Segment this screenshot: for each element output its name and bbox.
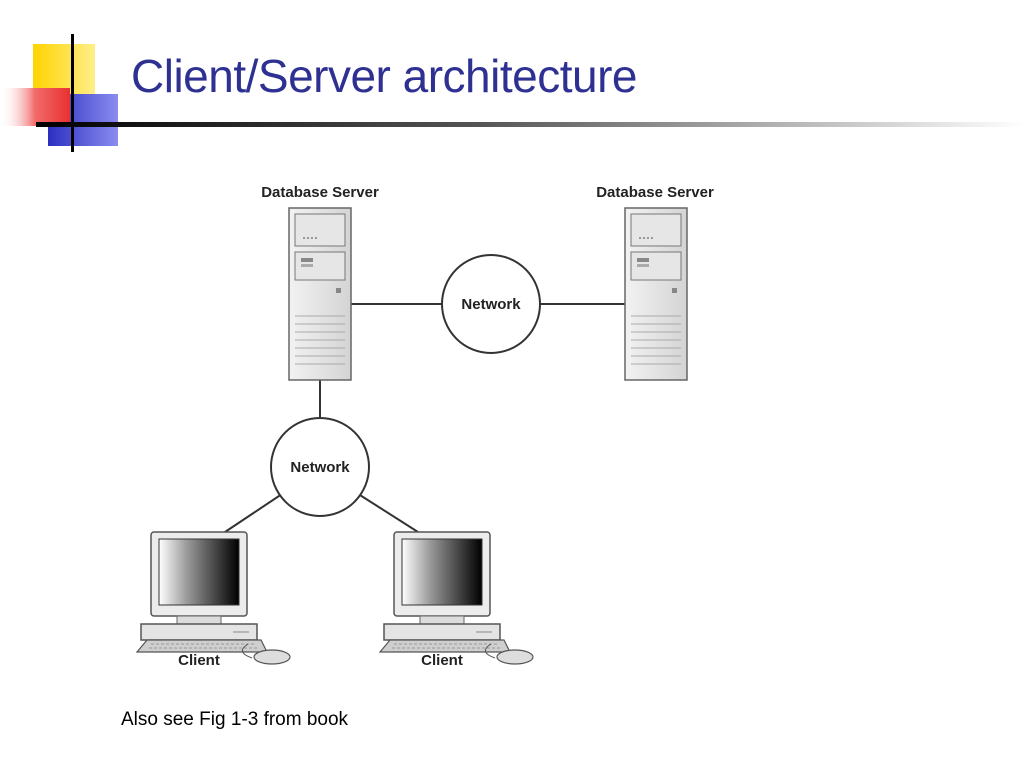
network-top-label: Network bbox=[461, 296, 521, 313]
mouse-icon bbox=[496, 649, 534, 665]
server-tower-icon bbox=[624, 207, 688, 381]
database-server-left: Database Server bbox=[261, 184, 379, 381]
link-network-bottom-client-right bbox=[351, 489, 419, 533]
database-server-right-label: Database Server bbox=[596, 184, 714, 201]
client-right-label: Client bbox=[421, 652, 463, 669]
network-bottom: Network bbox=[270, 417, 370, 517]
server-tower-icon bbox=[288, 207, 352, 381]
link-network-bottom-client-left bbox=[224, 489, 289, 533]
network-circle bbox=[270, 417, 370, 517]
connection-lines bbox=[224, 303, 625, 533]
architecture-diagram: Database Server Database Server Network … bbox=[136, 184, 714, 669]
computer-icon bbox=[379, 531, 511, 653]
network-top: Network bbox=[441, 254, 541, 354]
client-left: Client bbox=[136, 531, 291, 669]
corner-decoration bbox=[0, 30, 140, 155]
mouse-icon bbox=[253, 649, 291, 665]
client-left-label: Client bbox=[178, 652, 220, 669]
title-rule bbox=[36, 122, 1024, 127]
slide-title: Client/Server architecture bbox=[131, 50, 637, 102]
database-server-right: Database Server bbox=[596, 184, 714, 381]
computer-icon bbox=[136, 531, 268, 653]
network-bottom-label: Network bbox=[290, 459, 350, 476]
network-circle bbox=[441, 254, 541, 354]
database-server-left-label: Database Server bbox=[261, 184, 379, 201]
client-right: Client bbox=[379, 531, 534, 669]
footnote: Also see Fig 1-3 from book bbox=[121, 709, 349, 730]
